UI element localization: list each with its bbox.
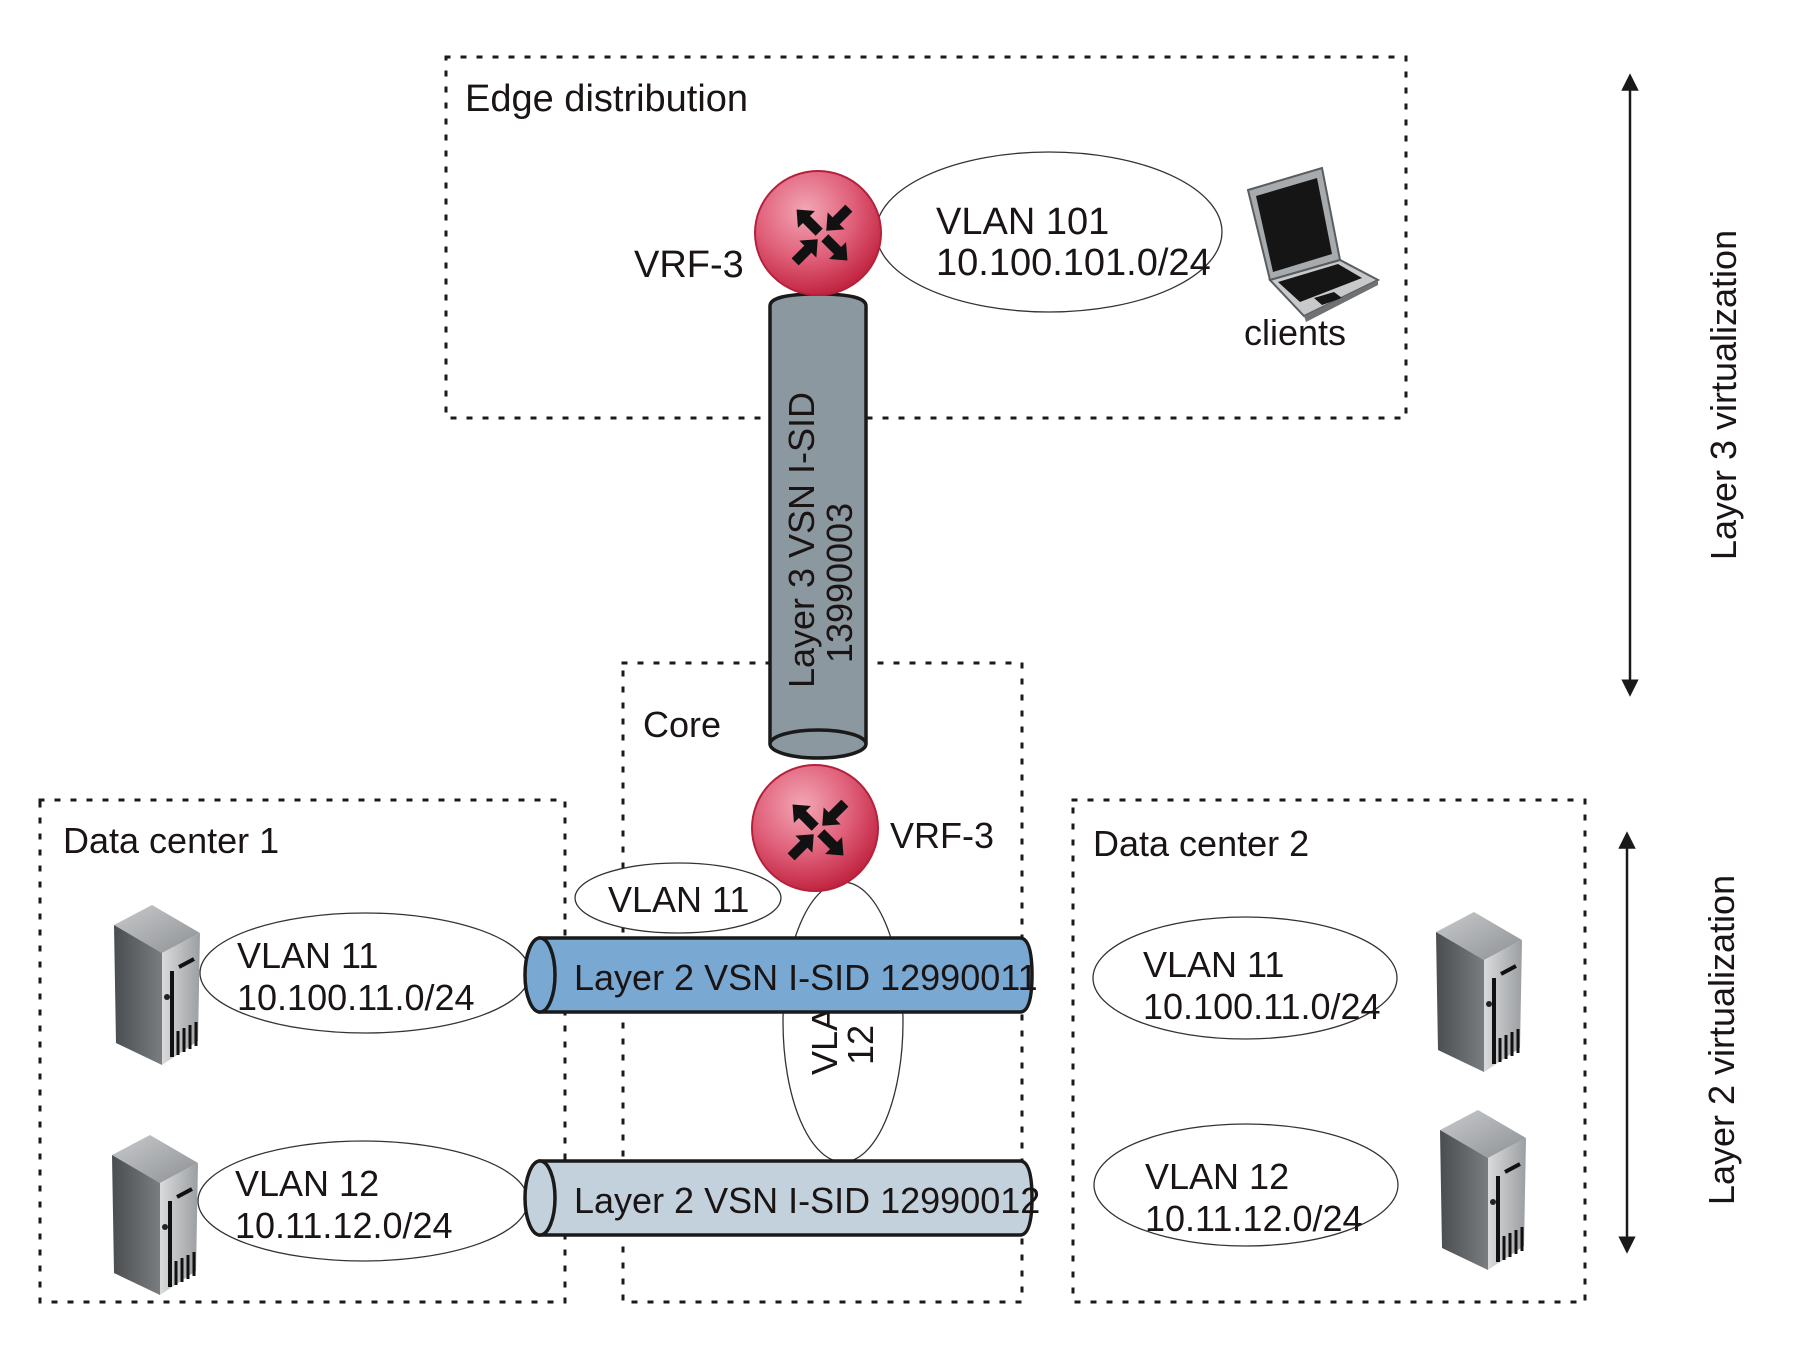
dc2-vlan12-name: VLAN 12 (1145, 1156, 1289, 1197)
zone-edge-distribution (444, 55, 1408, 420)
clients-label: clients (1244, 312, 1346, 353)
edge-vlan-subnet: 10.100.101.0/24 (936, 242, 1211, 284)
core-vlan12-number: 12 (840, 1025, 881, 1065)
dc2-vlan11-name: VLAN 11 (1143, 944, 1284, 985)
server-icon[interactable] (112, 903, 202, 1067)
dc1-vlan12-subnet: 10.11.12.0/24 (235, 1205, 453, 1246)
dc2-vlan-12-ellipse: VLAN 12 10.11.12.0/24 (1093, 1123, 1399, 1247)
server-icon[interactable] (1438, 1108, 1528, 1272)
zone-label-edge: Edge distribution (465, 78, 748, 120)
dc1-vlan11-subnet: 10.100.11.0/24 (237, 977, 475, 1018)
l3-vsn-label: Layer 3 VSN I-SID (781, 392, 822, 688)
core-router-label: VRF-3 (890, 815, 994, 856)
l3-vsn-isid: 13990003 (819, 503, 860, 663)
dc2-vlan12-subnet: 10.11.12.0/24 (1145, 1198, 1363, 1239)
zone-label-dc2: Data center 2 (1093, 823, 1309, 864)
core-vlan-11-ellipse: VLAN 11 (574, 862, 782, 934)
server-icon[interactable] (1434, 910, 1524, 1074)
edge-router-label: VRF-3 (634, 244, 744, 286)
core-router[interactable] (751, 764, 879, 892)
router-icon (751, 764, 879, 892)
server-icon[interactable] (110, 1133, 200, 1297)
laptop-icon[interactable] (1246, 166, 1381, 322)
edge-router[interactable] (754, 170, 882, 296)
dc2-vlan-11-ellipse: VLAN 11 10.100.11.0/24 (1092, 916, 1398, 1040)
core-vlan-12-ellipse: VLAN 12 (782, 881, 904, 1163)
l2-vsn-12-label: Layer 2 VSN I-SID 12990012 (574, 1180, 1040, 1221)
dc1-vlan12-name: VLAN 12 (235, 1163, 379, 1204)
dc1-vlan11-name: VLAN 11 (237, 935, 378, 976)
dc1-vlan-12-ellipse: VLAN 12 10.11.12.0/24 (197, 1140, 529, 1262)
edge-vlan-name: VLAN 101 (936, 201, 1109, 243)
l2-vsn-12-cylinder: Layer 2 VSN I-SID 12990012 (523, 1159, 1040, 1237)
dc2-vlan11-subnet: 10.100.11.0/24 (1143, 986, 1381, 1027)
l2-vsn-11-label: Layer 2 VSN I-SID 12990011 (574, 957, 1038, 998)
core-vlan11-label: VLAN 11 (608, 879, 749, 920)
edge-vlan-101-ellipse: VLAN 101 10.100.101.0/24 (875, 151, 1223, 313)
zone-label-dc1: Data center 1 (63, 820, 279, 861)
dc1-vlan-11-ellipse: VLAN 11 10.100.11.0/24 (199, 912, 531, 1034)
zone-data-center-2 (1071, 798, 1587, 1304)
layer3-scope-label: Layer 3 virtualization (1703, 230, 1744, 560)
layer2-scope-label: Layer 2 virtualization (1701, 875, 1742, 1205)
l3-vsn-cylinder: Layer 3 VSN I-SID 13990003 (768, 292, 868, 760)
l2-vsn-11-cylinder: Layer 2 VSN I-SID 12990011 (523, 936, 1038, 1014)
zone-label-core: Core (643, 704, 721, 745)
